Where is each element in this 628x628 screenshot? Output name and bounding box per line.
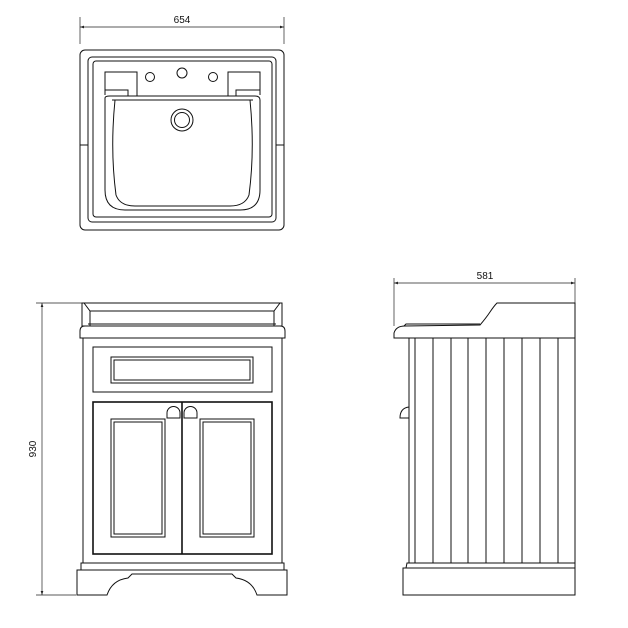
depth-label: 581	[477, 271, 494, 282]
basin-rim	[87, 56, 277, 223]
tap-hole-center	[176, 67, 188, 79]
basin-width-label: 654	[174, 15, 191, 26]
basin-bowl	[104, 95, 261, 211]
side-panel	[408, 337, 576, 564]
door-handle-right	[183, 406, 198, 419]
door-panel-left	[110, 418, 166, 538]
basin-deck	[92, 60, 273, 218]
width-dimension: 654	[79, 15, 285, 44]
side-top-profile	[393, 302, 576, 339]
basin-front	[81, 302, 283, 327]
soap-rest-right	[227, 71, 261, 96]
front-elevation: 930	[28, 302, 288, 596]
countertop	[79, 325, 286, 339]
drain	[170, 108, 194, 132]
basin-plan-view: 654	[79, 15, 285, 231]
plinth	[76, 569, 288, 596]
drawer-panel	[110, 356, 254, 384]
tap-hole-right	[208, 72, 218, 82]
depth-dimension: 581	[393, 271, 576, 326]
side-plinth	[402, 567, 576, 596]
height-dimension: 930	[28, 302, 84, 596]
drawer	[92, 346, 273, 393]
plinth-moulding	[80, 562, 285, 571]
height-label: 930	[28, 440, 39, 457]
tongue-and-groove-lines	[414, 338, 559, 563]
soap-rest-left	[104, 71, 138, 96]
tap-hole-left	[145, 72, 155, 82]
basin-outline	[79, 49, 285, 231]
door-handle-left	[166, 406, 181, 419]
side-elevation: 581	[393, 271, 576, 596]
side-handle	[399, 406, 410, 419]
side-plinth-moulding	[405, 562, 576, 569]
door-panel-right	[199, 418, 255, 538]
